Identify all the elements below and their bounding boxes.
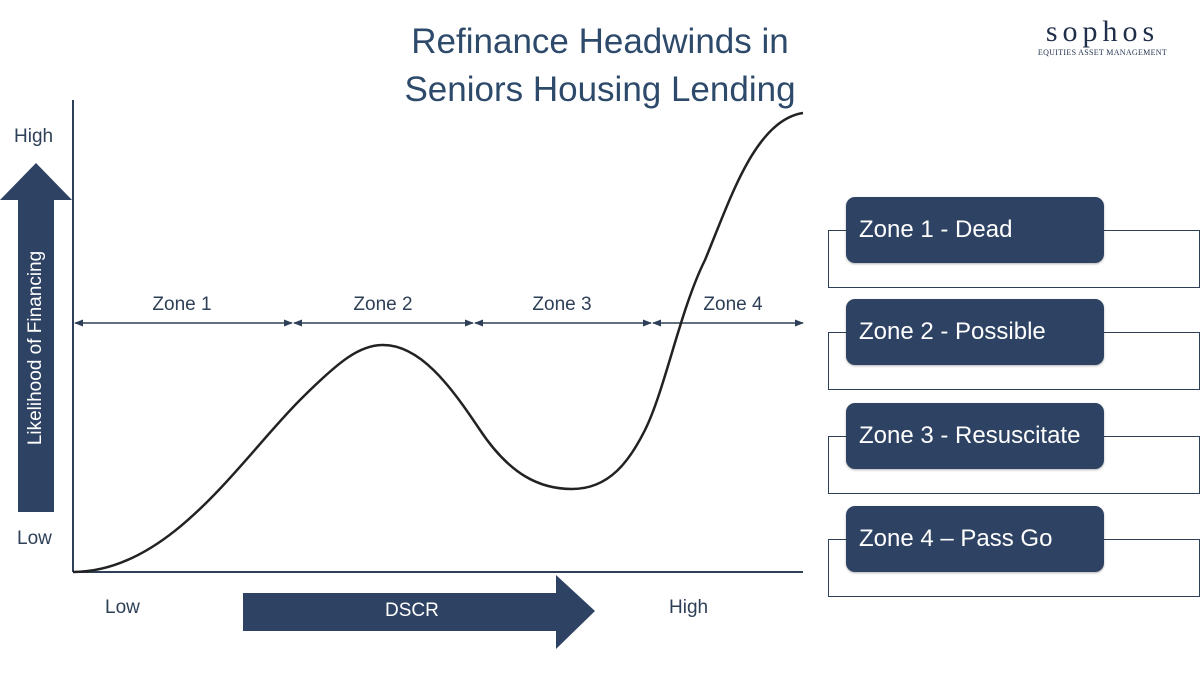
y-axis-low-label: Low — [17, 528, 52, 549]
zone-4-label: Zone 4 — [703, 294, 763, 315]
zone-1-label: Zone 1 — [152, 294, 212, 315]
zone-3-label: Zone 3 — [532, 294, 592, 315]
title-line-1: Refinance Headwinds in — [411, 22, 789, 61]
legend-zone-1: Zone 1 - Dead — [846, 197, 1104, 263]
legend-zone-3: Zone 3 - Resuscitate — [846, 403, 1104, 469]
financing-curve — [72, 111, 804, 574]
y-axis-arrow — [0, 163, 72, 512]
x-axis-label: DSCR — [385, 600, 439, 621]
logo-name: sophos — [1045, 15, 1160, 48]
legend-zone-2: Zone 2 - Possible — [846, 299, 1104, 365]
diagram-title: Refinance Headwinds in Seniors Housing L… — [380, 18, 820, 114]
sophos-logo: sophos EQUITIES ASSET MANAGEMENT — [1020, 15, 1185, 58]
logo-subtitle: EQUITIES ASSET MANAGEMENT — [1037, 48, 1168, 57]
y-axis-high-label: High — [14, 126, 54, 147]
legend-zone-4: Zone 4 – Pass Go — [846, 506, 1104, 572]
x-axis-low-label: Low — [105, 597, 140, 618]
title-line-2: Seniors Housing Lending — [404, 70, 796, 109]
zone-2-label: Zone 2 — [353, 294, 413, 315]
y-axis-label: Likelihood of Financing — [25, 250, 46, 446]
x-axis-high-label: High — [669, 597, 709, 618]
x-axis-arrow — [243, 575, 595, 649]
